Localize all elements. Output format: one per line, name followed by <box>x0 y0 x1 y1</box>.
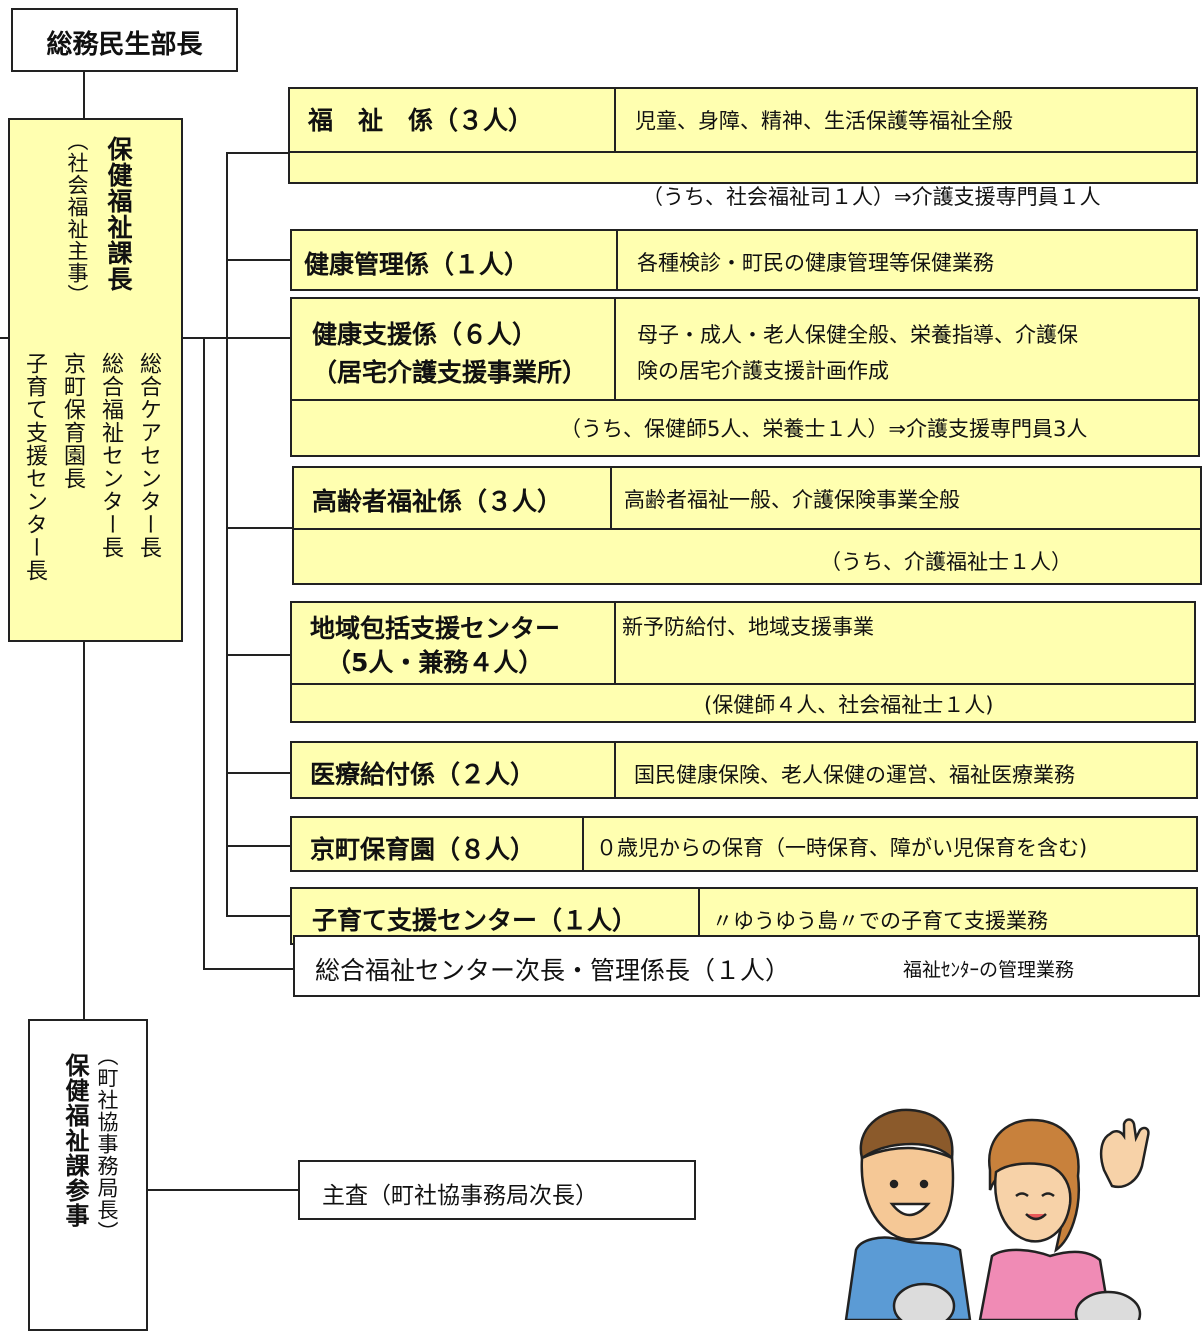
connector-councilor-subunit <box>148 1189 300 1191</box>
connector-branch-8 <box>226 915 290 917</box>
connector-branch-2 <box>226 259 290 261</box>
unit-health-support-name: 健康支援係（６人） <box>312 320 538 349</box>
connector-branch-4 <box>226 527 292 529</box>
connector-trunk-second <box>203 337 205 970</box>
unit-elderly-welfare-name: 高齢者福祉係（３人） <box>312 487 563 516</box>
unit-health-support-duty: 母子・成人・老人保健全般、栄養指導、介護保 <box>637 323 1078 347</box>
divider <box>614 89 616 151</box>
unit-medical-benefits-duty: 国民健康保険、老人保健の運営、福祉医療業務 <box>634 763 1075 787</box>
unit-health-support: 健康支援係（６人） （居宅介護支援事業所） 母子・成人・老人保健全般、栄養指導、… <box>290 297 1200 457</box>
connector-branch-7 <box>226 845 290 847</box>
connector-branch-1 <box>226 152 288 154</box>
unit-health-mgmt: 健康管理係（１人） 各種検診・町民の健康管理等保健業務 <box>290 229 1198 291</box>
unit-community-center-name: 地域包括支援センター <box>310 614 561 643</box>
connector-top-to-manager <box>83 71 85 119</box>
councilor-title: 保健福祉課参事 <box>61 1053 89 1228</box>
unit-childcare-support-duty: 〃ゆうゆう島〃での子育て支援業務 <box>712 909 1048 933</box>
unit-elderly-welfare-note: （うち、介護福祉士１人） <box>820 550 1072 574</box>
elder-figure-right <box>1074 1290 1142 1320</box>
divider <box>582 818 584 870</box>
connector-branch-9 <box>203 968 293 970</box>
divider <box>610 468 612 528</box>
unit-health-support-note: （うち、保健師5人、栄養士１人）⇒介護支援専門員3人 <box>560 417 1088 441</box>
unit-health-support-duty2: 険の居宅介護支援計画作成 <box>637 359 889 383</box>
unit-welfare-name: 福 祉 係（３人） <box>308 106 534 135</box>
manager-title: 保健福祉課長 <box>104 136 133 292</box>
unit-nursery: 京町保育園（８人） ０歳児からの保育（一時保育、障がい児保育を含む) <box>290 816 1198 872</box>
divider <box>698 889 700 943</box>
manager-subtitle: （社会福祉主事） <box>65 130 89 306</box>
councilor-box: 保健福祉課参事 （町社協事務局長） <box>28 1019 148 1331</box>
divider <box>614 743 616 797</box>
family-illustration <box>844 1108 1150 1320</box>
unit-nursery-name: 京町保育園（８人） <box>310 835 536 864</box>
unit-welfare-center-deputy-name: 総合福祉センター次長・管理係長（１人） <box>315 956 791 985</box>
divider <box>616 231 618 289</box>
unit-nursery-duty: ０歳児からの保育（一時保育、障がい児保育を含む) <box>596 836 1088 860</box>
unit-welfare-note: （うち、社会福祉司１人）⇒介護支援専門員１人 <box>642 185 1101 209</box>
unit-community-center: 地域包括支援センター （5人・兼務４人） 新予防給付、地域支援事業 (保健師４人… <box>290 601 1196 723</box>
manager-role-3: 京町保育園長 <box>60 352 85 490</box>
divider <box>614 603 616 683</box>
unit-health-support-name2: （居宅介護支援事業所） <box>312 358 588 387</box>
top-director-title: 総務民生部長 <box>46 30 203 60</box>
unit-welfare: 福 祉 係（３人） 児童、身障、精神、生活保護等福祉全般 （うち、社会福祉司１人… <box>288 87 1198 209</box>
divider <box>292 399 1198 401</box>
divider <box>614 299 616 399</box>
connector-branch-5 <box>226 654 290 656</box>
unit-community-center-name2: （5人・兼務４人） <box>326 648 544 677</box>
top-director-box: 総務民生部長 <box>11 8 238 72</box>
unit-medical-benefits: 医療給付係（２人） 国民健康保険、老人保健の運営、福祉医療業務 <box>290 741 1198 799</box>
woman-figure <box>978 1118 1150 1320</box>
manager-box: 保健福祉課長 （社会福祉主事） 総合ケアセンター長 総合福祉センター長 京町保育… <box>8 118 183 642</box>
unit-health-mgmt-name: 健康管理係（１人） <box>304 250 530 279</box>
unit-elderly-welfare-duty: 高齢者福祉一般、介護保険事業全般 <box>624 488 960 512</box>
unit-welfare-duty: 児童、身障、精神、生活保護等福祉全般 <box>635 109 1013 133</box>
connector-branch-6 <box>226 772 290 774</box>
elder-figure-left <box>892 1282 956 1320</box>
unit-welfare-center-deputy-duty: 福祉ｾﾝﾀｰの管理業務 <box>903 959 1075 981</box>
unit-elderly-welfare: 高齢者福祉係（３人） 高齢者福祉一般、介護保険事業全般 （うち、介護福祉士１人） <box>292 466 1202 585</box>
divider <box>294 528 1200 530</box>
unit-childcare-support-name: 子育て支援センター（１人） <box>312 906 638 935</box>
unit-medical-benefits-name: 医療給付係（２人） <box>310 760 536 789</box>
unit-health-mgmt-duty: 各種検診・町民の健康管理等保健業務 <box>637 251 994 275</box>
connector-manager-to-councilor <box>83 640 85 1020</box>
councilor-subunit-box: 主査（町社協事務局次長） <box>298 1160 696 1220</box>
unit-community-center-duty: 新予防給付、地域支援事業 <box>622 615 874 639</box>
unit-welfare-center-deputy: 総合福祉センター次長・管理係長（１人） 福祉ｾﾝﾀｰの管理業務 <box>293 935 1200 997</box>
connector-trunk-main <box>226 152 228 917</box>
manager-role-2: 総合福祉センター長 <box>98 352 123 559</box>
councilor-subtitle: （町社協事務局長） <box>95 1045 119 1243</box>
manager-role-1: 総合ケアセンター長 <box>136 352 161 559</box>
manager-role-4: 子育て支援センター長 <box>22 352 47 582</box>
divider <box>290 151 1196 153</box>
unit-community-center-note: (保健師４人、社会福祉士１人) <box>704 693 994 717</box>
councilor-subunit-label: 主査（町社協事務局次長） <box>322 1183 598 1209</box>
divider <box>292 683 1194 685</box>
